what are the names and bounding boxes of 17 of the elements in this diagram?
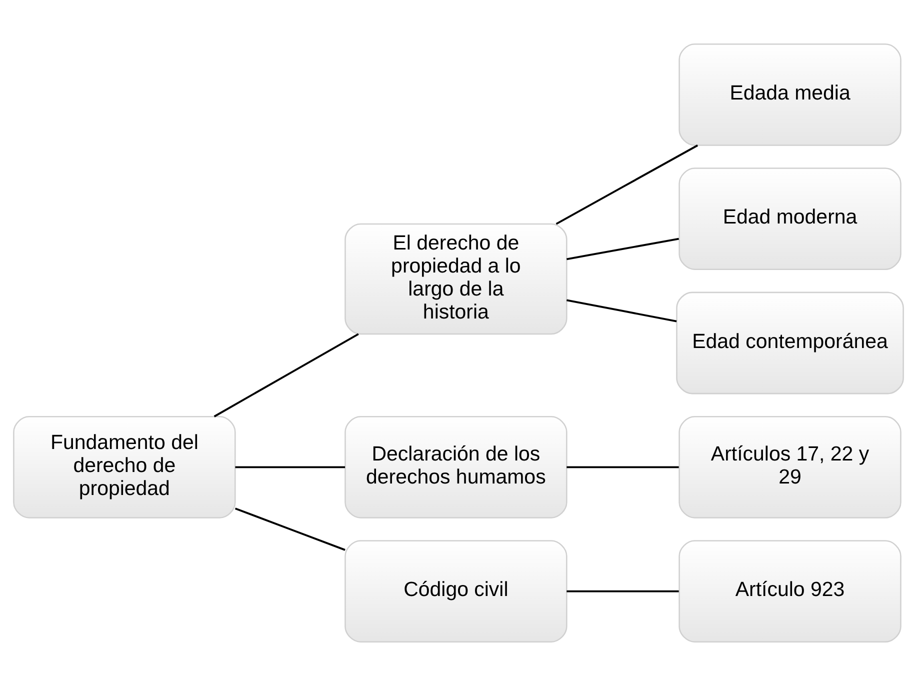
node-box: Edada media bbox=[678, 42, 902, 146]
node-box: Declaración de los derechos humamos bbox=[344, 415, 568, 518]
node-box: Código civil bbox=[344, 540, 568, 642]
connector bbox=[234, 507, 346, 550]
connector bbox=[214, 332, 359, 417]
connector bbox=[235, 466, 346, 468]
node-box: Artículo 923 bbox=[678, 540, 902, 642]
node-box: El derecho de propiedad a lo largo de la historia bbox=[344, 222, 568, 334]
node-box: Artículos 17, 22 y 29 bbox=[678, 415, 902, 518]
connector bbox=[556, 144, 698, 224]
connector bbox=[566, 466, 679, 468]
node-box: Fundamento del derecho de propiedad bbox=[13, 415, 236, 518]
node-box: Edad moderna bbox=[678, 167, 902, 270]
connector bbox=[566, 590, 679, 592]
connector bbox=[566, 298, 677, 322]
node-box: Edad contemporánea bbox=[676, 291, 904, 394]
connector bbox=[566, 237, 679, 260]
